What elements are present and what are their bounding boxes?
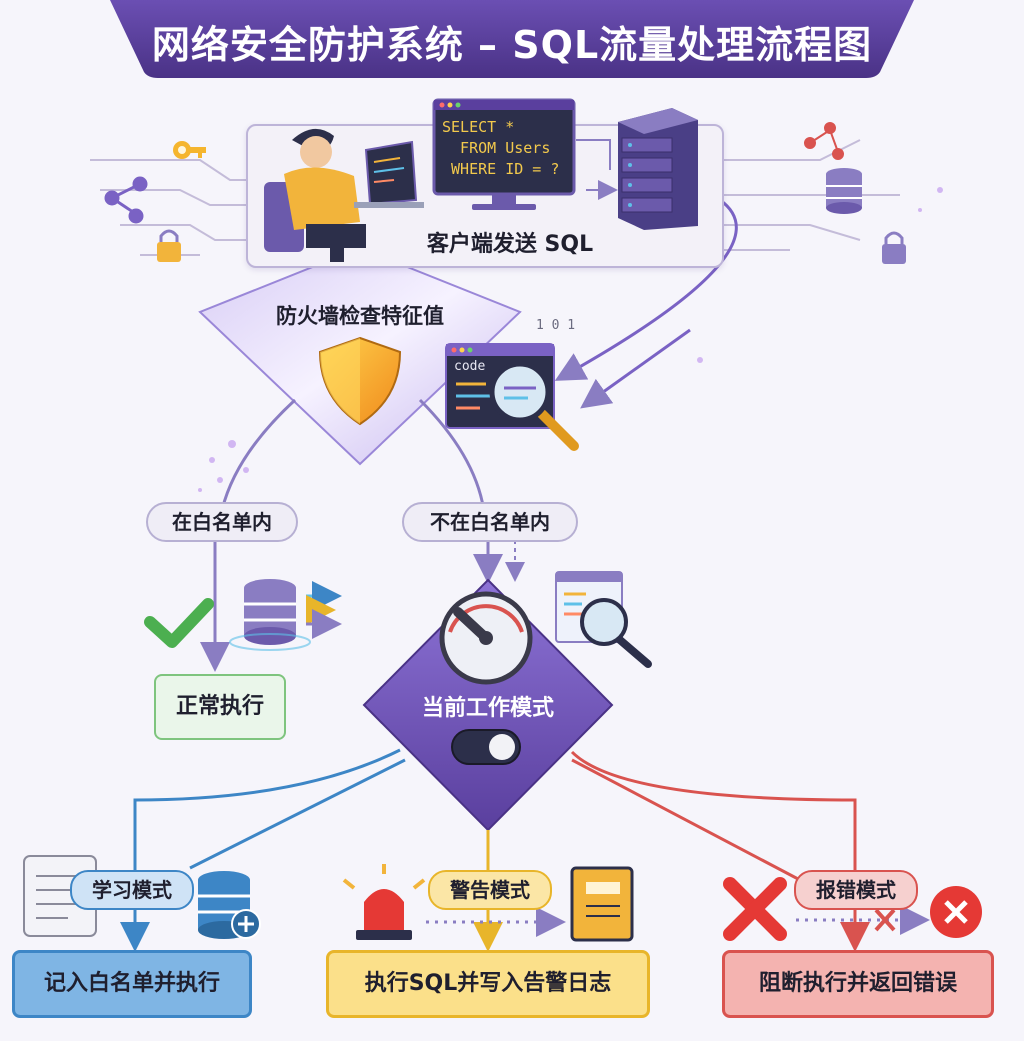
mode-node-label: 当前工作模式: [421, 696, 554, 721]
shield-icon: [318, 336, 402, 426]
page-title: 网络安全防护系统 – SQL流量处理流程图: [151, 23, 873, 67]
network-nodes-icon-right: [804, 122, 844, 160]
sql-code-line-2: FROM Users: [442, 139, 551, 157]
learn-mode-label: 学习模式: [70, 870, 194, 910]
check-icon: [144, 598, 214, 648]
error-mode-label: 报错模式: [794, 870, 918, 910]
key-icon: [173, 141, 206, 159]
flow-arrows-icon: [306, 581, 342, 639]
circuit-lines-left: [90, 159, 246, 256]
normal-exec-box: 正常执行: [154, 674, 286, 740]
big-x-icon: [723, 877, 787, 941]
branch-label-not-in-whitelist: 不在白名单内: [402, 502, 578, 542]
title-banner: [110, 0, 914, 78]
code-window-label: code: [454, 359, 486, 374]
monitor-icon: [432, 98, 576, 210]
lock-icon-left: [157, 229, 181, 262]
database-add-icon: [198, 871, 261, 939]
database-icon-right: [826, 168, 862, 214]
circuit-lines-right: [720, 139, 900, 251]
mode-toggle[interactable]: [451, 729, 521, 765]
learn-action-box: 记入白名单并执行: [12, 950, 252, 1018]
client-server-arrows: [576, 139, 618, 200]
sql-code-line-3: WHERE ID = ?: [442, 160, 560, 178]
small-x-icon: [874, 908, 896, 932]
warn-mode-label: 警告模式: [428, 870, 552, 910]
firewall-label: 防火墙检查特征值: [276, 304, 444, 328]
developer-person-icon: [264, 128, 424, 262]
lock-icon-right: [882, 231, 906, 264]
sql-code-line-1: SELECT *: [442, 118, 515, 136]
log-notebook-icon: [570, 866, 634, 942]
gauge-icon: [439, 591, 533, 685]
client-label: 客户端发送 SQL: [426, 232, 594, 257]
siren-alarm-icon: [342, 864, 426, 940]
binary-digits: 1 0 1: [536, 318, 576, 333]
warn-action-box: 执行SQL并写入告警日志: [326, 950, 650, 1018]
magnifier-icon-2: [580, 598, 652, 668]
network-nodes-icon-left: [104, 176, 148, 224]
error-circle-icon: [930, 886, 982, 938]
magnifier-icon: [489, 361, 579, 451]
branch-label-in-whitelist: 在白名单内: [146, 502, 298, 542]
error-action-box: 阻断执行并返回错误: [722, 950, 994, 1018]
server-icon: [618, 108, 698, 230]
database-icon-whitelist: [229, 579, 311, 651]
